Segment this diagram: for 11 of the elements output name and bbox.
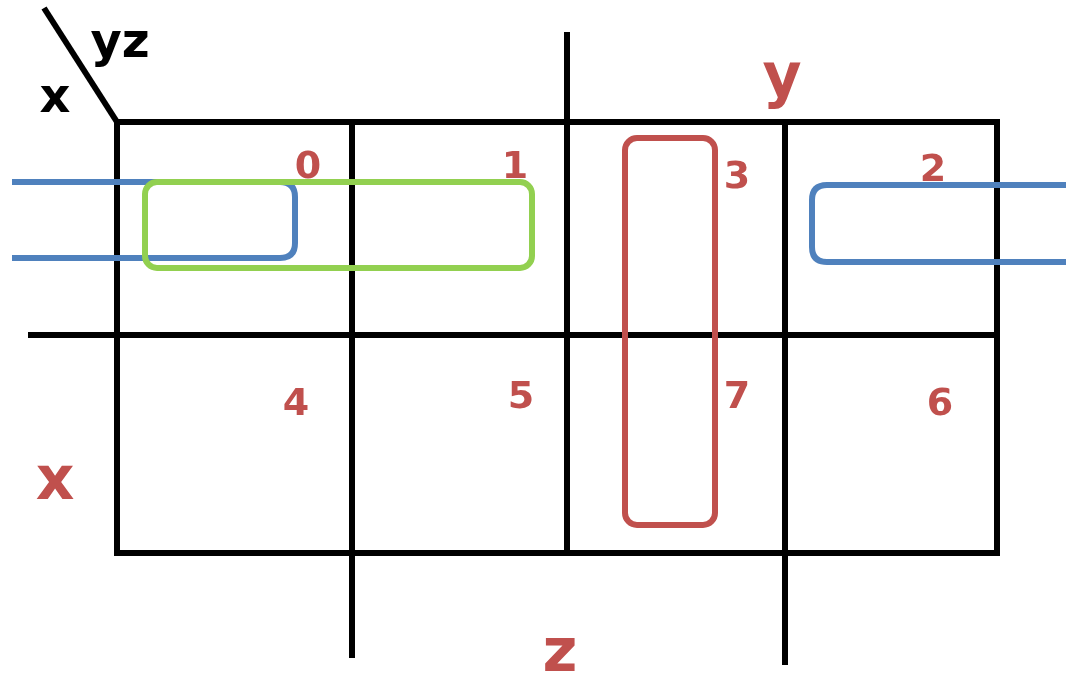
cell-index: 5 xyxy=(507,376,535,414)
cell-index: 0 xyxy=(294,146,322,184)
cell-index: 3 xyxy=(723,156,751,194)
cell-index: 4 xyxy=(282,383,310,421)
cell-index: 7 xyxy=(723,376,751,414)
axis-label: z xyxy=(542,620,578,674)
cell-index: 2 xyxy=(919,149,947,187)
variable-label: x xyxy=(39,71,71,119)
cell-index: 1 xyxy=(501,146,529,184)
axis-label: x xyxy=(35,448,75,508)
cell-index: 6 xyxy=(926,383,954,421)
